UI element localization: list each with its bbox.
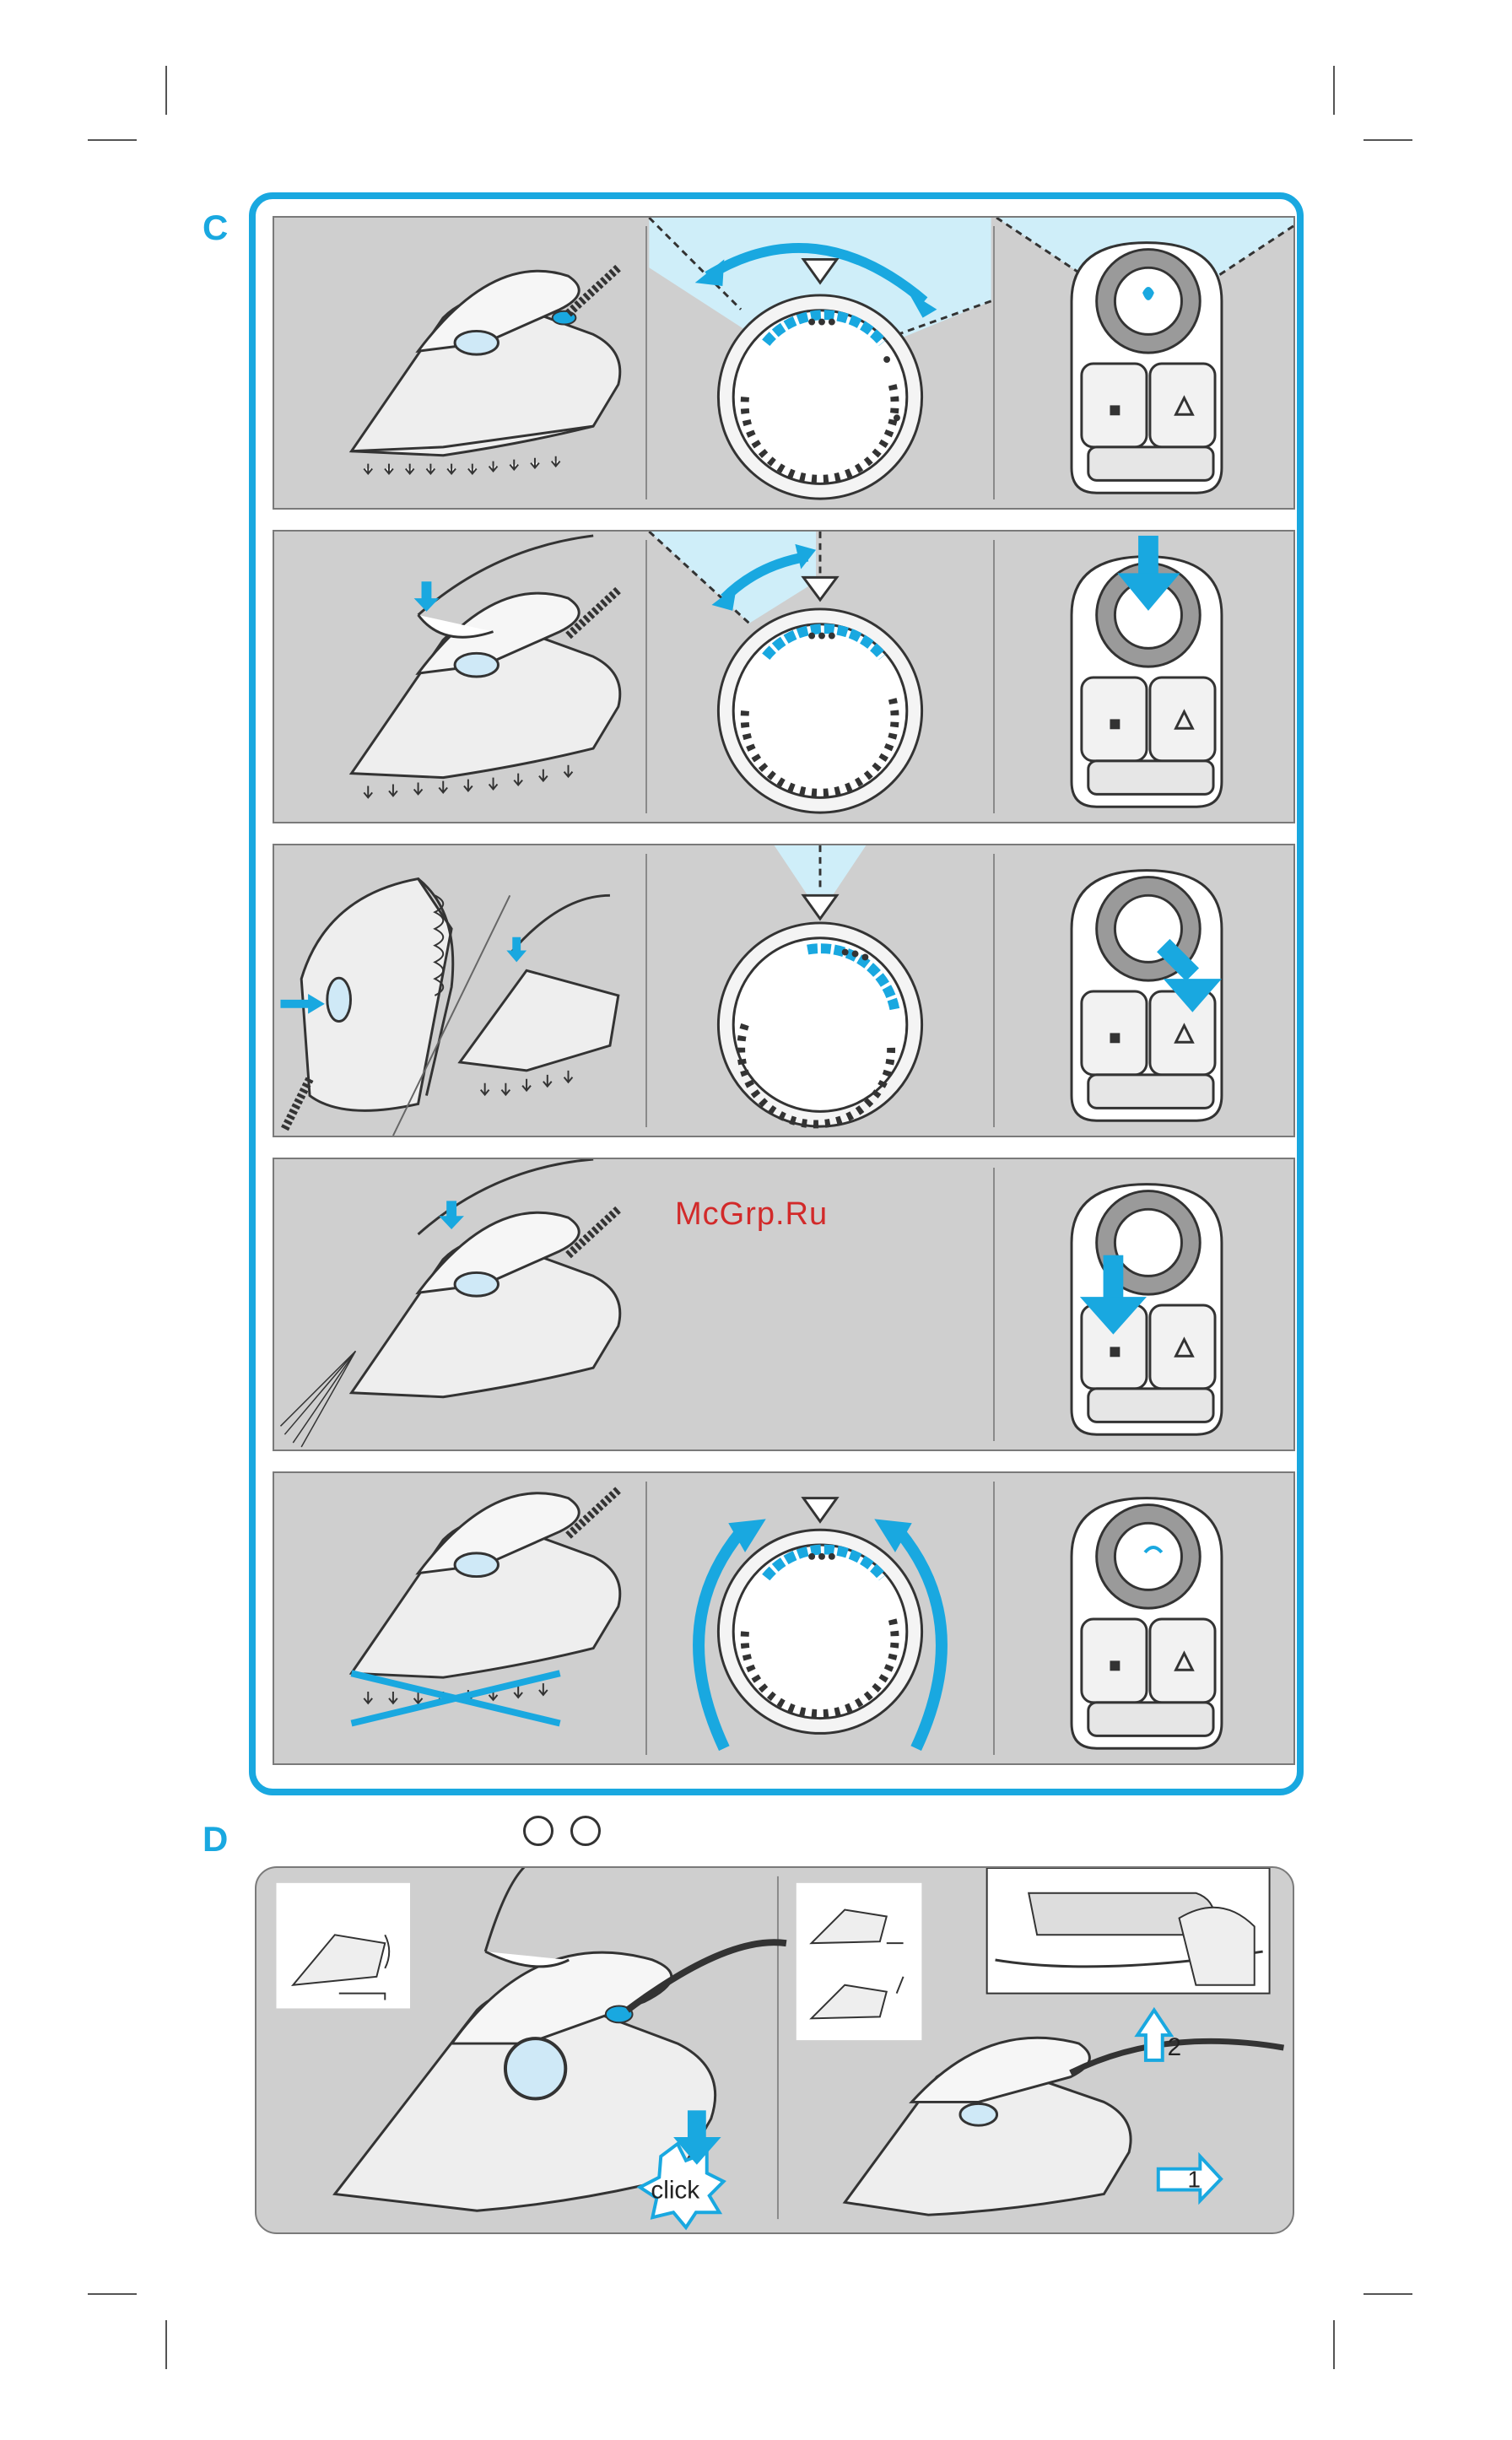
vertical-steam-illustration (274, 845, 645, 1136)
crop-mark (165, 66, 167, 115)
iron-shot-of-steam-illustration (274, 532, 645, 822)
reference-circle (523, 1816, 554, 1846)
anti-calc-illustration: click 2 1 (256, 1868, 1293, 2232)
crop-mark (88, 139, 137, 141)
iron-steam-off-illustration (274, 1473, 645, 1763)
section-d-panel: click 2 1 (255, 1866, 1294, 2234)
crop-mark (1333, 66, 1335, 115)
crop-mark (1364, 139, 1412, 141)
iron-spray-illustration (274, 1159, 645, 1449)
steam-control-press-illustration (995, 532, 1295, 822)
section-c-letter: C (202, 208, 228, 248)
crop-mark (88, 2293, 137, 2295)
watermark-text: McGrp.Ru (675, 1196, 828, 1233)
crop-mark (1333, 2320, 1335, 2369)
iron-illustration (274, 218, 645, 508)
steam-control-spray-button-illustration (995, 1159, 1295, 1449)
temperature-dial-reset-illustration (647, 1473, 993, 1763)
steam-control-shot-button-illustration (995, 845, 1295, 1136)
temperature-dial-illustration (647, 532, 993, 822)
reference-circle (570, 1816, 601, 1846)
crop-mark (165, 2320, 167, 2369)
step-row-2 (273, 530, 1295, 823)
crop-mark (1364, 2293, 1412, 2295)
section-d-letter: D (202, 1819, 228, 1860)
step-row-3 (273, 844, 1295, 1137)
step-row-1 (273, 216, 1295, 510)
temperature-dial-illustration (647, 218, 993, 508)
step-row-5 (273, 1471, 1295, 1765)
steam-control-illustration (995, 218, 1295, 508)
temperature-dial-illustration (647, 845, 993, 1136)
step-1-label: 1 (1187, 2166, 1200, 2192)
section-c-panel (249, 192, 1304, 1795)
click-label: click (651, 2176, 699, 2204)
steam-control-off-illustration (995, 1473, 1295, 1763)
step-2-label: 2 (1168, 2033, 1182, 2061)
